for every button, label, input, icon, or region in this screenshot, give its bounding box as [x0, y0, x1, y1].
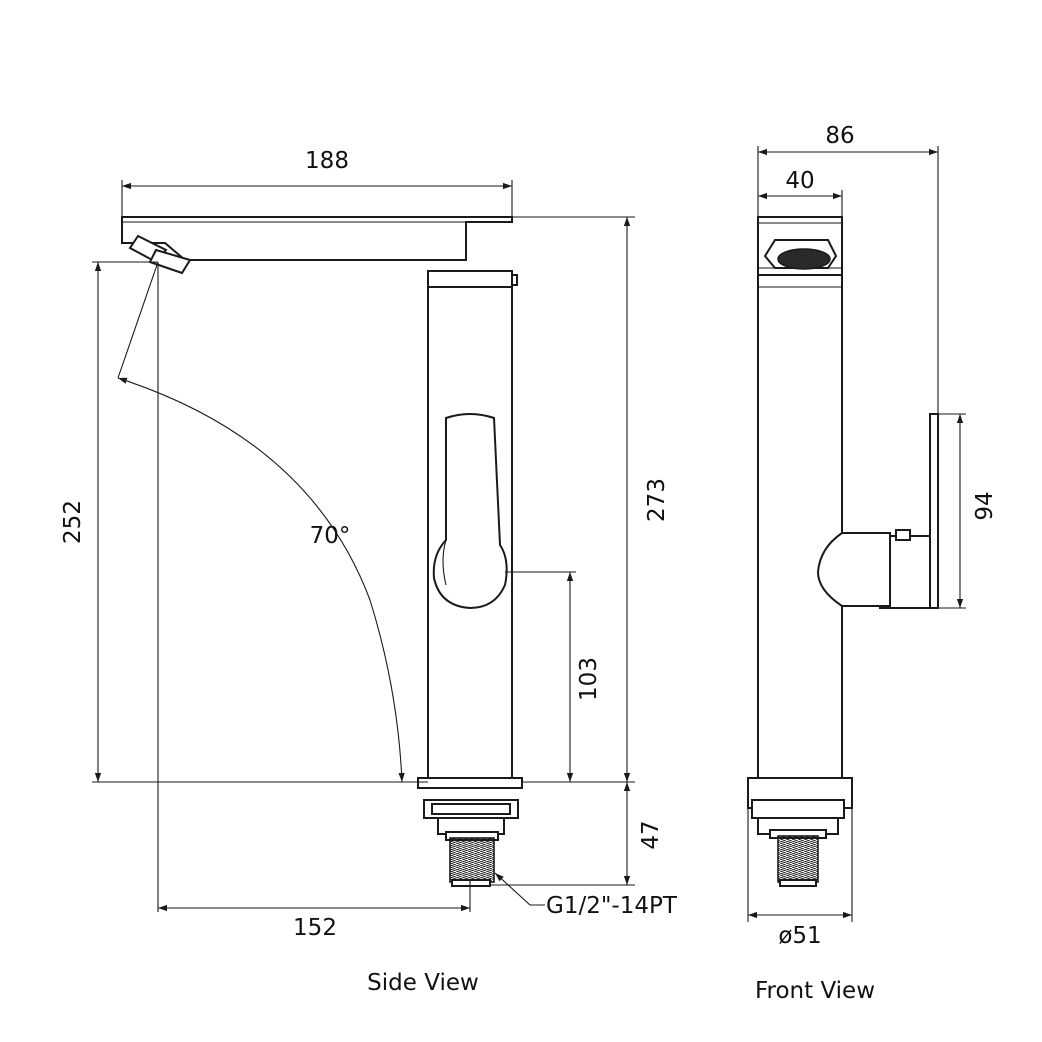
spout-side: [121, 216, 513, 275]
dimension-94: 94: [972, 491, 998, 520]
dimension-angle-70: 70°: [310, 523, 351, 549]
side-view: 188 273 252 70° 103 47: [60, 148, 678, 996]
dimension-86: 86: [825, 123, 854, 149]
dimension-273: 273: [644, 478, 670, 522]
dimension-152: 152: [293, 915, 337, 941]
front-dimensions: 86 40 94 ø51: [747, 123, 998, 949]
tap-body-side: [427, 270, 518, 782]
dimension-diameter-51: ø51: [778, 923, 821, 949]
dimension-40: 40: [785, 168, 814, 194]
base-assembly-front: [747, 777, 853, 887]
front-view-caption: Front View: [755, 978, 875, 1004]
side-view-caption: Side View: [367, 970, 479, 996]
dimension-103: 103: [576, 657, 602, 701]
dimension-188: 188: [305, 148, 349, 174]
thread-spec-label: G1/2"-14PT: [546, 893, 678, 919]
front-view: 86 40 94 ø51 Front View: [747, 123, 998, 1004]
dimension-47: 47: [638, 820, 664, 849]
dimension-252: 252: [60, 500, 86, 544]
tap-body-front: [757, 216, 939, 781]
side-dimensions: 188 273 252 70° 103 47: [60, 148, 678, 941]
base-assembly-side: [417, 777, 523, 887]
